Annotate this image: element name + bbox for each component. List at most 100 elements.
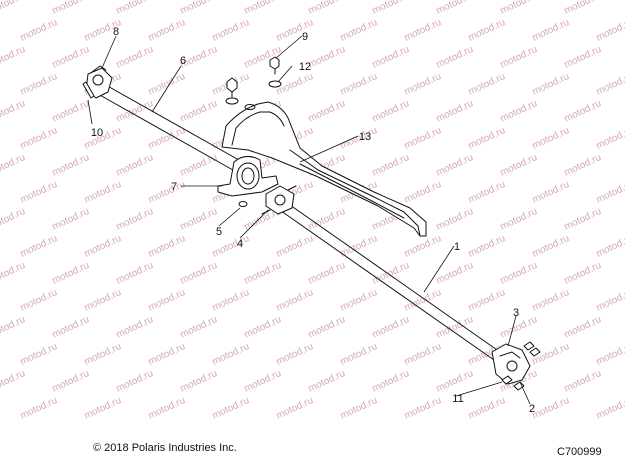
watermark-text: motod.ru [147,179,187,206]
watermark-text: motod.ru [19,125,59,152]
watermark-text: motod.ru [179,0,219,17]
callout-5: 5 [216,226,222,238]
watermark-text: motod.ru [371,44,411,71]
watermark-text: motod.ru [19,233,59,260]
watermark-text: motod.ru [0,98,27,125]
watermark-text: motod.ru [435,206,475,233]
watermark-text: motod.ru [563,368,603,395]
watermark-text: motod.ru [275,287,315,314]
watermark-text: motod.ru [531,71,571,98]
watermark-text: motod.ru [19,71,59,98]
watermark-text: motod.ru [211,287,251,314]
watermark-text: motod.ru [403,341,443,368]
watermark-text: motod.ru [435,44,475,71]
watermark-text: motod.ru [531,125,571,152]
watermark-text: motod.ru [595,71,625,98]
watermark-text: motod.ru [403,179,443,206]
watermark-text: motod.ru [595,395,625,422]
watermark-text: motod.ru [563,206,603,233]
callout-9: 9 [302,31,308,43]
watermark-text: motod.ru [371,368,411,395]
watermark-text: motod.ru [115,368,155,395]
watermark-text: motod.ru [51,260,91,287]
watermark-text: motod.ru [147,287,187,314]
watermark-text: motod.ru [115,44,155,71]
watermark-text: motod.ru [339,71,379,98]
roll-pin [82,81,95,99]
watermark-text: motod.ru [467,125,507,152]
watermark-text: motod.ru [307,260,347,287]
watermark-text: motod.ru [563,0,603,17]
watermark-text: motod.ru [243,0,283,17]
flange-bolts [501,341,541,391]
callout-4: 4 [237,238,243,250]
watermark-text: motod.ru [243,314,283,341]
watermark-text: motod.ru [563,44,603,71]
watermark-text: motod.ru [19,287,59,314]
watermark-text: motod.ru [147,341,187,368]
watermark-text: motod.ru [51,44,91,71]
watermark-text: motod.ru [179,152,219,179]
watermark-text: motod.ru [243,368,283,395]
watermark-text: motod.ru [115,260,155,287]
watermark-text: motod.ru [83,233,123,260]
watermark-text: motod.ru [179,206,219,233]
rear-u-joint [491,343,531,385]
watermark-text: motod.ru [499,152,539,179]
watermark-text: motod.ru [467,395,507,422]
watermark-text: motod.ru [179,98,219,125]
watermark-text: motod.ru [0,368,27,395]
watermark-text: motod.ru [275,17,315,44]
watermark-text: motod.ru [595,233,625,260]
watermark-text: motod.ru [435,0,475,17]
watermark-text: motod.ru [51,152,91,179]
watermark-text: motod.ru [371,314,411,341]
watermark-text: motod.ru [147,125,187,152]
watermark-text: motod.ru [499,260,539,287]
watermark-text: motod.ru [467,17,507,44]
watermark-text: motod.ru [147,71,187,98]
watermark-text: motod.ru [595,125,625,152]
washer-12 [225,80,282,105]
watermark-text: motod.ru [435,314,475,341]
watermark-text: motod.ru [0,0,27,17]
watermark-text: motod.ru [275,233,315,260]
watermark-text: motod.ru [0,314,27,341]
watermark-text: motod.ru [307,0,347,17]
watermark-text: motod.ru [339,341,379,368]
bolt-9 [226,56,280,98]
watermark-text: motod.ru [307,98,347,125]
copyright-notice: © 2018 Polaris Industries Inc. [93,442,237,454]
watermark-text: motod.ru [211,341,251,368]
watermark-text: motod.ru [403,71,443,98]
watermark-text: motod.ru [147,17,187,44]
callout-labels: 8 6 10 7 5 4 9 12 13 1 3 2 11 [91,26,535,415]
watermark-text: motod.ru [51,368,91,395]
watermark-text: motod.ru [115,152,155,179]
callout-8: 8 [113,26,119,38]
watermark-text: motod.ru [307,368,347,395]
watermark-text: motod.ru [211,17,251,44]
watermark-text: motod.ru [499,206,539,233]
watermark-text: motod.ru [19,395,59,422]
watermark-text: motod.ru [595,179,625,206]
watermark-text: motod.ru [51,314,91,341]
watermark-text: motod.ru [531,395,571,422]
watermark-text: motod.ru [435,260,475,287]
callout-13: 13 [359,131,371,143]
watermark-text: motod.ru [563,152,603,179]
figure-code: C700999 [557,446,602,458]
callout-1: 1 [454,241,460,253]
watermark-text: motod.ru [339,17,379,44]
watermark-text: motod.ru [115,206,155,233]
watermark-text: motod.ru [467,179,507,206]
watermark-text: motod.ru [595,17,625,44]
watermark-text: motod.ru [179,368,219,395]
watermark-text: motod.ru [307,314,347,341]
watermark-text: motod.ru [275,341,315,368]
watermark-text: motod.ru [563,260,603,287]
watermark-text: motod.ru [467,71,507,98]
watermark-text: motod.ru [403,125,443,152]
